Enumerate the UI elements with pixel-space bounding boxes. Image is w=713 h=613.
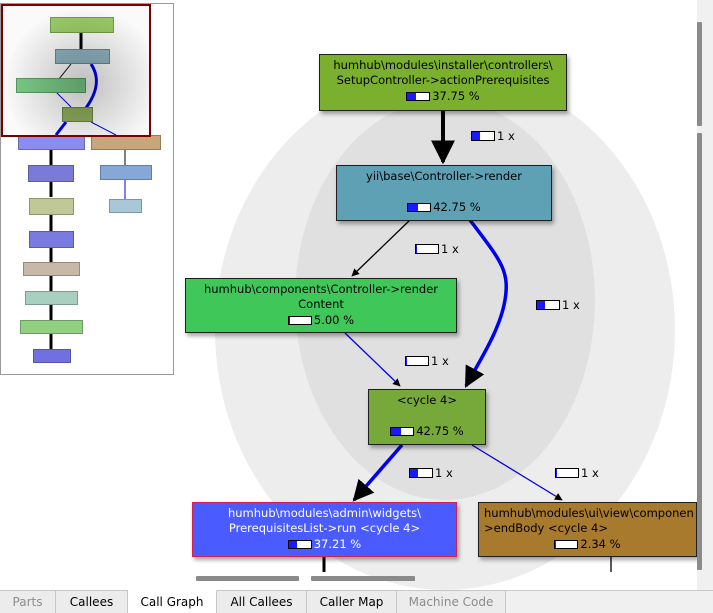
cost-bar — [407, 203, 432, 212]
cost-bar — [554, 540, 579, 549]
node-label: humhub\modules\installer\controllers\ Se… — [333, 58, 553, 87]
edge-cost-bar — [536, 300, 560, 310]
cost-bar — [406, 92, 431, 101]
minimap-node — [20, 320, 83, 334]
node-label: humhub\components\Controller->render Con… — [203, 282, 438, 311]
node-label: humhub\modules\ui\view\componen >endBody… — [484, 506, 694, 535]
tab-callees[interactable]: Callees — [56, 591, 128, 613]
node-cost-label: 42.75 % — [433, 200, 481, 214]
edge-cost-bar — [409, 468, 433, 478]
minimap-edges — [49, 32, 126, 349]
node-components-controller-rendercontent[interactable]: humhub\components\Controller->render Con… — [185, 278, 457, 333]
node-cost: 2.34 % — [554, 537, 621, 552]
tab-caller-map[interactable]: Caller Map — [307, 591, 397, 613]
edge-cost-bar — [405, 356, 429, 366]
edge-cost-bar — [471, 131, 495, 141]
edge-label-text: 1 x — [562, 298, 580, 312]
edge-label-text: 1 x — [497, 129, 515, 143]
graph-overview-minimap[interactable] — [0, 3, 174, 375]
call-graph-canvas[interactable]: humhub\modules\installer\controllers\ Se… — [0, 0, 697, 590]
node-cost: 42.75 % — [407, 200, 481, 215]
edge-label-text: 1 x — [431, 354, 449, 368]
view-tab-bar: Parts Callees Call Graph All Callees Cal… — [0, 590, 713, 613]
edge-label-text: 1 x — [441, 242, 459, 256]
minimap-node — [16, 78, 86, 93]
edge-render-to-cycle4 — [464, 218, 508, 388]
node-label: humhub\modules\admin\widgets\ Prerequisi… — [227, 506, 422, 535]
minimap-node — [62, 107, 93, 122]
edge-label-text: 1 x — [581, 466, 599, 480]
minimap-node — [29, 198, 74, 215]
tab-call-graph[interactable]: Call Graph — [128, 590, 217, 613]
minimap-node — [109, 199, 142, 213]
minimap-node — [33, 349, 71, 363]
horizontal-scrollbar[interactable] — [0, 572, 697, 584]
edge-label-call-count: 1 x — [415, 242, 459, 256]
vertical-scrollbar[interactable] — [697, 0, 713, 590]
node-cost: 37.21 % — [287, 537, 362, 552]
edge-label-call-count: 1 x — [471, 129, 515, 143]
node-controller-render[interactable]: yii\base\Controller->render 42.75 % — [336, 165, 552, 221]
edge-label-call-count: 1 x — [409, 466, 453, 480]
minimap-node — [25, 291, 78, 305]
cost-bar — [390, 427, 415, 436]
minimap-node — [50, 17, 114, 33]
edge-cycle4-to-endbody — [471, 444, 563, 501]
edge-cost-bar — [415, 244, 439, 254]
minimap-node — [55, 49, 110, 64]
vertical-scroll-thumb-secondary[interactable] — [697, 133, 702, 570]
minimap-node — [28, 165, 74, 182]
node-label: yii\base\Controller->render — [366, 169, 522, 183]
tab-parts[interactable]: Parts — [0, 591, 56, 613]
minimap-node — [100, 165, 152, 180]
minimap-viewport-rectangle[interactable] — [1, 4, 151, 137]
node-cost: 42.75 % — [390, 424, 464, 439]
node-setupcontroller-actionprerequisites[interactable]: humhub\modules\installer\controllers\ Se… — [319, 54, 567, 111]
cost-bar — [287, 316, 312, 325]
node-cost-label: 37.21 % — [313, 537, 362, 551]
node-cycle-4[interactable]: <cycle 4> 42.75 % — [368, 389, 486, 445]
vertical-scroll-thumb[interactable] — [697, 22, 702, 126]
node-ui-view-endbody[interactable]: humhub\modules\ui\view\componen >endBody… — [478, 502, 697, 557]
minimap-node — [18, 135, 85, 150]
node-prerequisiteslist-run[interactable]: humhub\modules\admin\widgets\ Prerequisi… — [192, 502, 457, 557]
edge-rendercontent-to-cycle4 — [344, 332, 401, 387]
node-cost-label: 5.00 % — [313, 313, 355, 327]
edge-label-call-count: 1 x — [536, 298, 580, 312]
edge-render-to-rendercontent — [351, 219, 411, 277]
tab-machine-code[interactable]: Machine Code — [397, 591, 506, 613]
node-cost: 37.75 % — [406, 89, 480, 104]
edge-cost-bar — [555, 468, 579, 478]
minimap-node — [91, 135, 161, 150]
node-cost: 5.00 % — [287, 313, 355, 328]
node-cost-label: 2.34 % — [580, 537, 621, 551]
node-cost-label: 42.75 % — [416, 424, 464, 438]
edge-label-call-count: 1 x — [555, 466, 599, 480]
edge-cycle4-to-prerequisiteslist — [352, 443, 404, 502]
node-label: <cycle 4> — [397, 393, 457, 407]
node-cost-label: 37.75 % — [432, 89, 480, 103]
minimap-node — [23, 262, 80, 276]
edge-label-text: 1 x — [435, 466, 453, 480]
cost-bar — [287, 540, 312, 549]
horizontal-scroll-thumb[interactable] — [196, 576, 299, 581]
tab-all-callees[interactable]: All Callees — [217, 591, 307, 613]
edge-label-call-count: 1 x — [405, 354, 449, 368]
minimap-node — [29, 231, 74, 248]
horizontal-scroll-thumb-secondary[interactable] — [311, 576, 415, 581]
